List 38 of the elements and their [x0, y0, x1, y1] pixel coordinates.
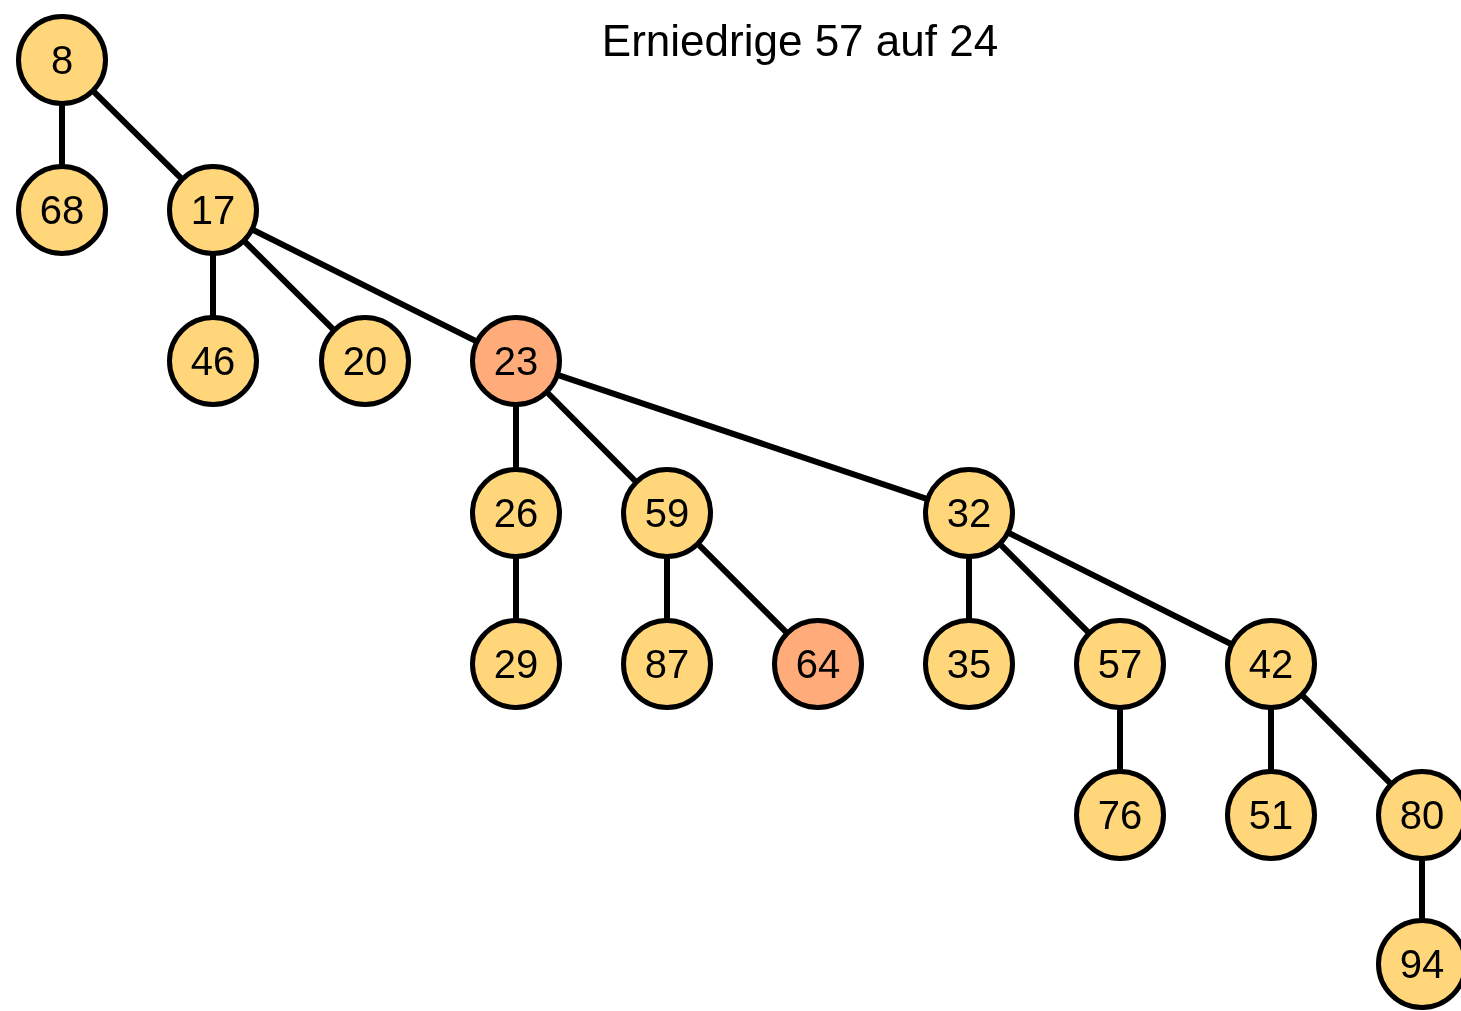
node-value: 8 — [50, 40, 74, 80]
tree-edge — [1299, 692, 1394, 787]
node-value: 17 — [190, 190, 236, 230]
node-value: 76 — [1097, 795, 1143, 835]
node-value: 57 — [1097, 644, 1143, 684]
node-value: 20 — [342, 341, 388, 381]
tree-node-circle — [1376, 769, 1461, 861]
node-value: 87 — [644, 644, 690, 684]
tree-edge — [513, 556, 519, 621]
tree-edge — [241, 238, 337, 333]
node-value: 26 — [493, 493, 539, 533]
node-value: 23 — [493, 341, 539, 381]
node-value: 59 — [644, 493, 690, 533]
tree-edge — [90, 88, 185, 182]
tree-edge — [59, 103, 65, 167]
tree-edge — [1268, 707, 1274, 772]
tree-node-circle — [621, 467, 713, 559]
node-value: 68 — [39, 190, 85, 230]
node-value: 64 — [795, 644, 841, 684]
node-value: 80 — [1399, 795, 1445, 835]
tree-edge — [513, 404, 519, 470]
tree-edge — [664, 556, 670, 621]
tree-edge — [544, 389, 639, 485]
node-value: 42 — [1248, 644, 1294, 684]
tree-edge — [695, 541, 790, 636]
node-value: 46 — [190, 341, 236, 381]
tree-edge — [966, 556, 972, 621]
tree-edge — [1117, 707, 1123, 772]
diagram-title: Erniedrige 57 auf 24 — [600, 16, 1000, 66]
node-value: 29 — [493, 644, 539, 684]
node-value: 51 — [1248, 795, 1294, 835]
node-value: 94 — [1399, 944, 1445, 984]
node-value: 35 — [946, 644, 992, 684]
node-value: 32 — [946, 493, 992, 533]
tree-edge — [997, 541, 1092, 636]
tree-edge — [210, 253, 216, 318]
tree-edge — [1419, 858, 1425, 921]
tree-node-circle — [167, 164, 259, 256]
